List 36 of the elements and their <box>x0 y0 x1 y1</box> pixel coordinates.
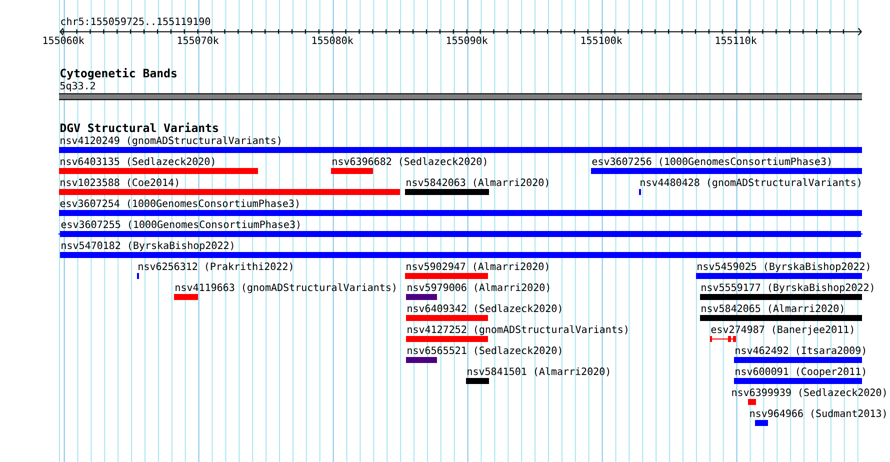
variant-label: nsv6399939 (Sedlazeck2020) <box>732 388 886 398</box>
band-label: 5q33.2 <box>60 82 95 92</box>
variant-label: nsv600091 (Cooper2011) <box>736 367 866 378</box>
variant-label: nsv5459025 (ByrskaBishop2022) <box>698 262 870 272</box>
tick-label: 155080k <box>312 36 354 44</box>
variant-label: nsv5842063 (Almarri2020) <box>406 178 548 188</box>
variant-label: nsv964966 (Sudmant2013) <box>750 409 886 418</box>
tick-label: 155070k <box>178 36 219 44</box>
variant-label: nsv6565521 (Sedlazeck2020) <box>408 346 562 356</box>
variant-label: esv3607256 (1000GenomesConsortiumPhase3) <box>592 157 830 166</box>
variant-label: nsv462492 (Itsara2009) <box>736 346 866 356</box>
tick-label: 155060k <box>43 36 84 44</box>
variant-label: nsv6256312 (Prakrithi2022) <box>138 262 292 272</box>
variant-label: nsv4127252 (gnomADStructuralVariants) <box>408 325 628 336</box>
variant-label: esv3607254 (1000GenomesConsortiumPhase3) <box>60 199 298 208</box>
track-title: Cytogenetic Bands <box>60 68 176 80</box>
variant-label: nsv1023588 (Coe2014) <box>60 178 178 188</box>
tick-label: 155090k <box>446 36 488 44</box>
variant-label: nsv5842065 (Almarri2020) <box>702 304 844 314</box>
track-title: DGV Structural Variants <box>60 122 218 132</box>
tick-label: 155100k <box>581 36 622 44</box>
variant-label: nsv5559177 (ByrskaBishop2022) <box>702 283 874 294</box>
variant-label: esv3607255 (1000GenomesConsortiumPhase3) <box>61 220 300 230</box>
variant-label: nsv6396682 (Sedlazeck2020) <box>332 157 486 166</box>
variant-label: nsv5979006 (Almarri2020) <box>408 283 550 292</box>
variant-label: nsv4119663 (gnomADStructuralVariants) <box>176 283 396 294</box>
variant-label: nsv4480428 (gnomADStructuralVariants) <box>640 178 860 188</box>
variant-label: esv274987 (Banerjee2011) <box>711 325 854 336</box>
locus-label: chr5:155059725..155119190 <box>61 17 210 26</box>
tick-label: 155110k <box>716 36 757 44</box>
variant-label: nsv4120249 (gnomADStructuralVariants) <box>60 136 280 146</box>
variant-label: nsv5470182 (ByrskaBishop2022) <box>62 241 234 252</box>
variant-label: nsv5902947 (Almarri2020) <box>406 262 548 272</box>
variant-label: nsv6409342 (Sedlazeck2020) <box>408 304 562 314</box>
variant-label: nsv6403135 (Sedlazeck2020) <box>60 157 214 166</box>
variant-label: nsv5841501 (Almarri2020) <box>468 367 610 376</box>
